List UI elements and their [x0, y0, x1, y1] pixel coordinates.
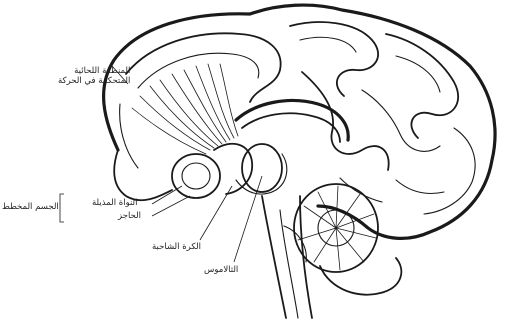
globus-pallidus	[242, 144, 282, 192]
label-striatum: الجسم المخطط	[2, 202, 59, 212]
gyrus-line	[396, 56, 440, 92]
gyrus-line	[362, 90, 440, 151]
caudate-inner	[182, 163, 210, 189]
leader-globus-pallidus	[200, 186, 232, 240]
label-motor-cortex: المنطقة اللحائية المتحكمة في الحركة	[58, 66, 130, 86]
brainstem-left	[262, 196, 286, 318]
cerebellum-folia	[298, 186, 376, 270]
gyrus-line	[396, 180, 444, 194]
label-globus-pallidus: الكرة الشاحبة	[152, 242, 201, 252]
gyrus-line	[290, 22, 378, 96]
gyrus-line	[340, 178, 382, 202]
leader-caudate	[152, 186, 182, 204]
label-caudate: النواة المذيلة	[92, 198, 138, 208]
striatum-bracket	[60, 194, 64, 222]
label-motor-cortex-line2: المتحكمة في الحركة	[58, 76, 130, 86]
gyrus-line	[386, 34, 458, 138]
label-motor-cortex-line1: المنطقة اللحائية	[58, 66, 130, 76]
leader-putamen	[152, 196, 190, 216]
gyrus-line	[302, 72, 389, 170]
gyrus-line	[120, 104, 138, 168]
label-putamen: الحاجز	[118, 211, 141, 221]
gyrus-line	[138, 53, 259, 88]
ventricle-line	[242, 113, 340, 142]
frontal-lower-outline	[114, 150, 172, 200]
gyrus-line	[300, 37, 356, 52]
gyrus-line	[424, 128, 475, 214]
caudate-nucleus	[172, 154, 220, 198]
label-thalamus: الثالاموس	[204, 265, 238, 275]
